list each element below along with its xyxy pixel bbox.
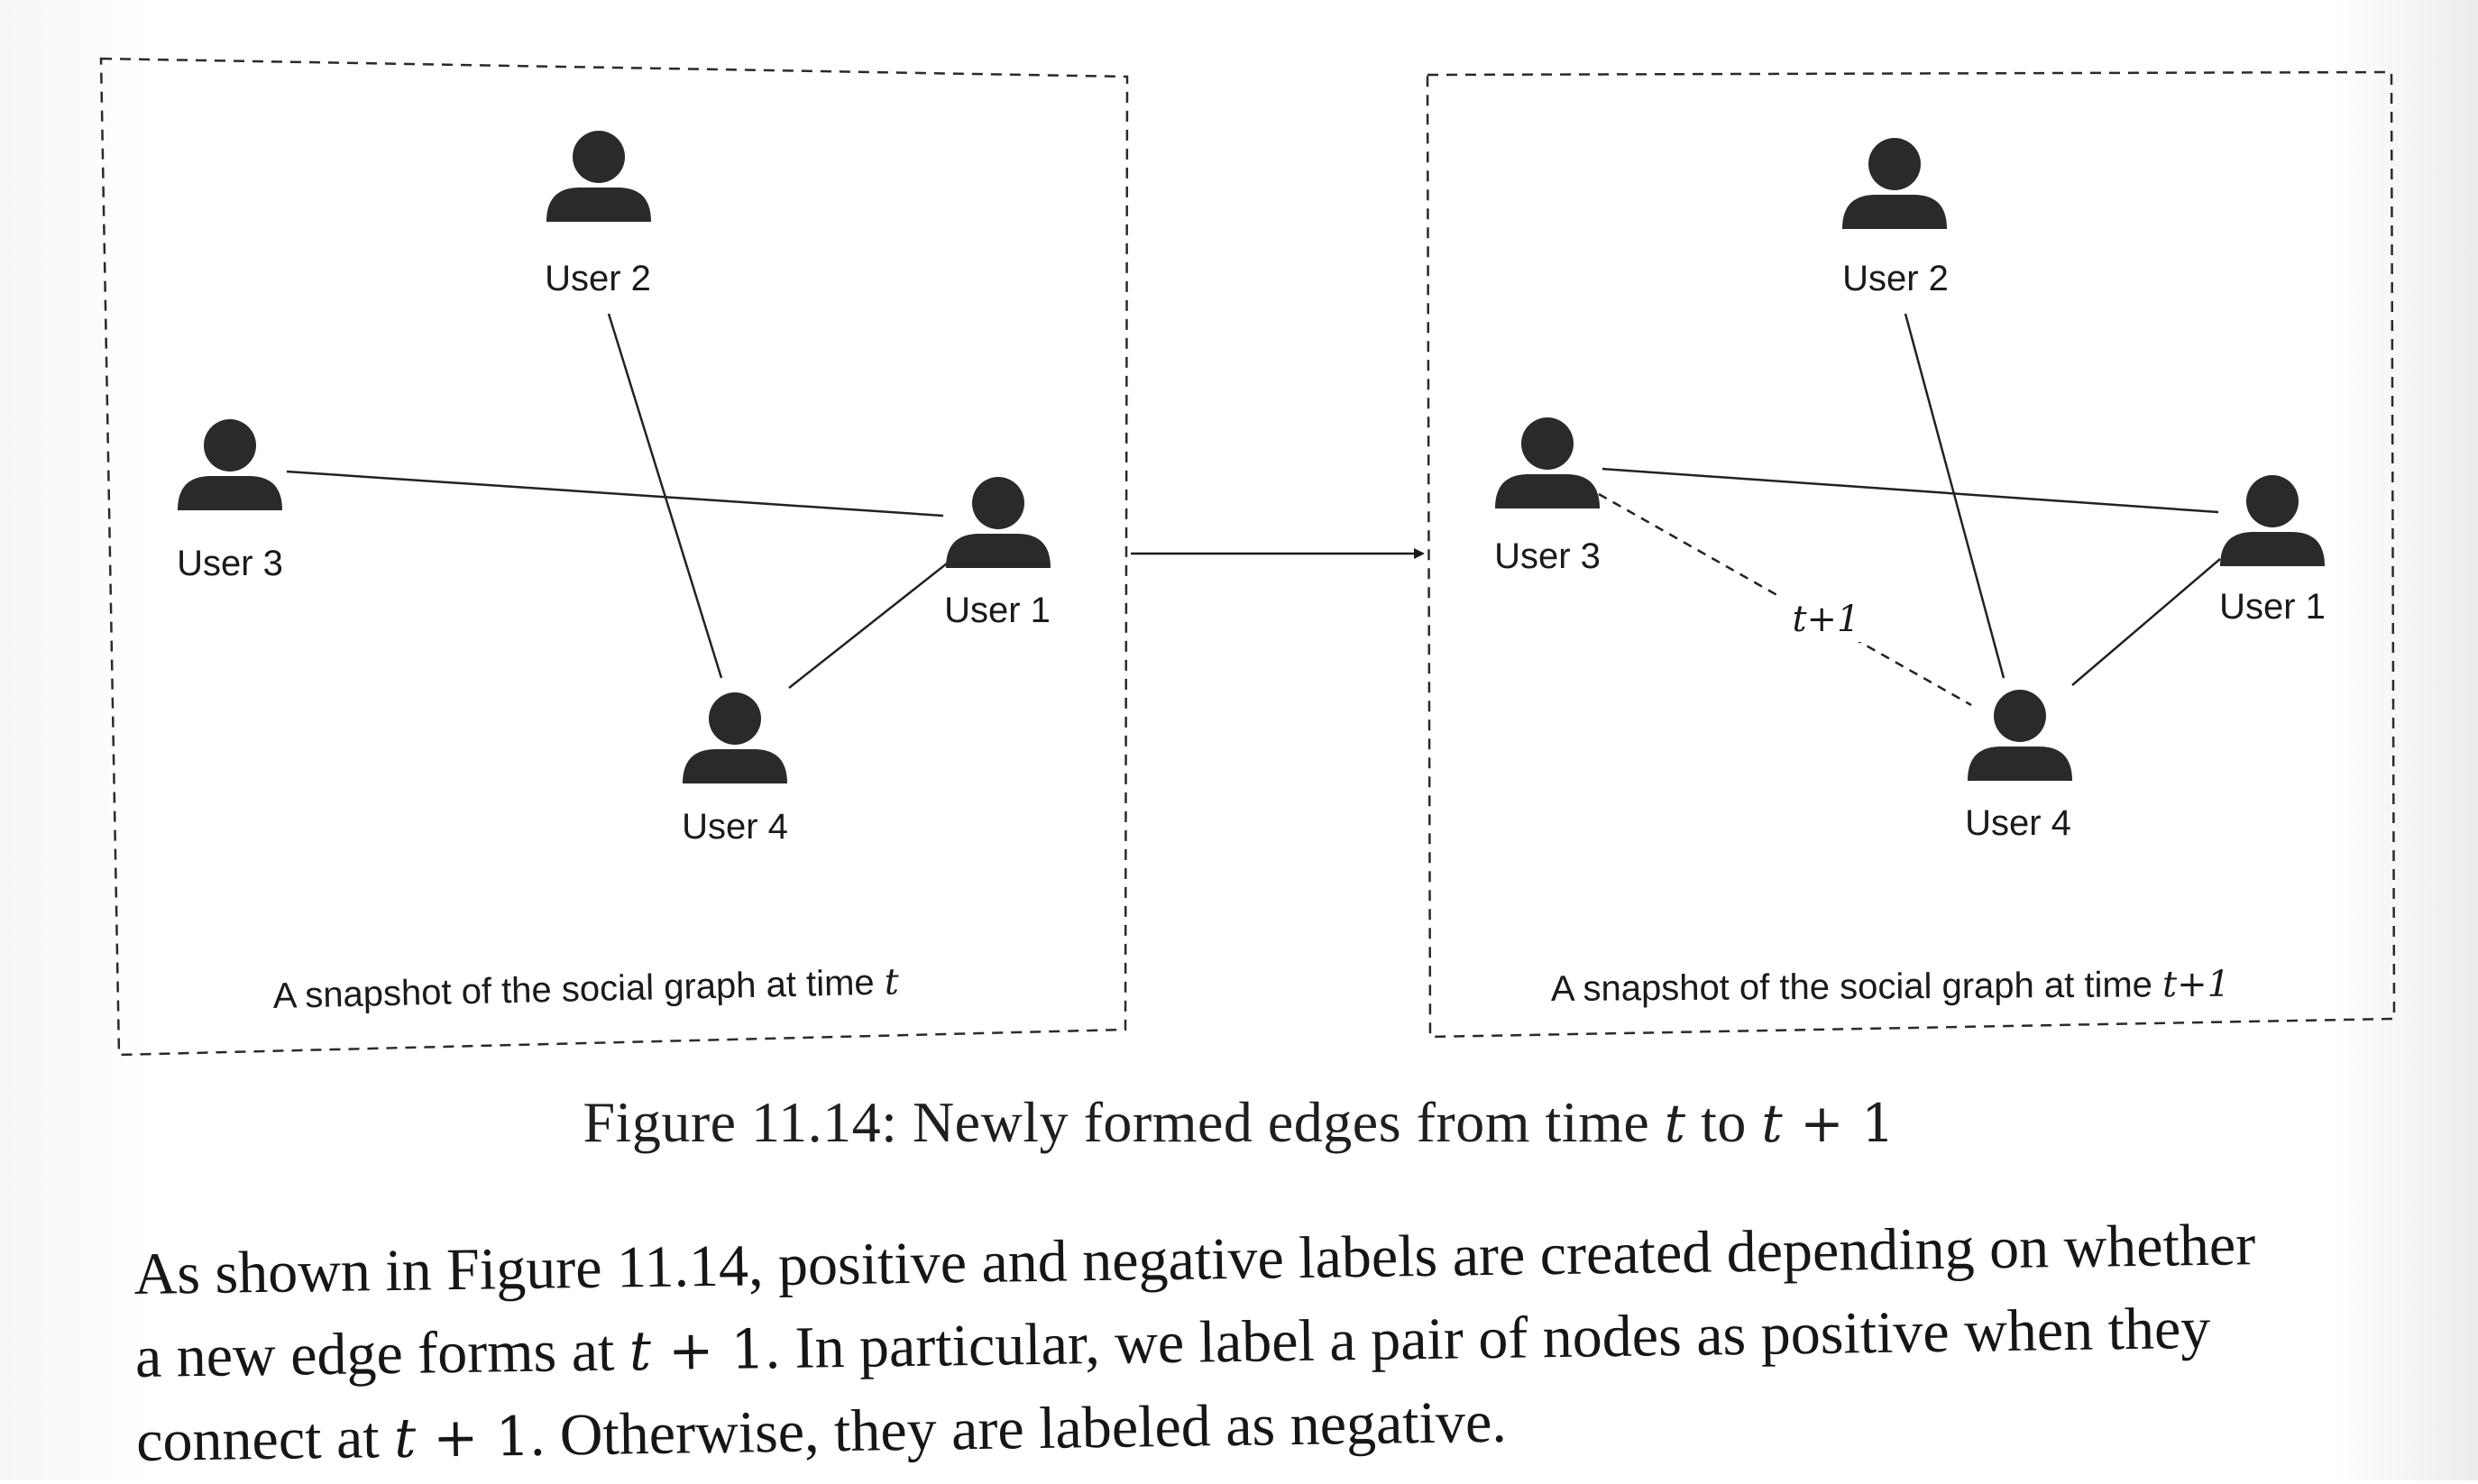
paragraph-math-num: 1 [730,1318,766,1382]
user-label: User 2 [1842,259,1949,298]
paragraph-text: . Otherwise, they are labeled as negativ… [529,1388,1508,1469]
left-panel-border [99,57,1129,1057]
paragraph-text: . In particular, we label a pair of node… [765,1295,2211,1382]
person-icon [683,692,787,783]
body-paragraph: As shown in Figure 11.14, positive and n… [133,1202,2409,1484]
edge-user3-user1 [1602,467,2219,514]
person-icon [178,419,282,510]
person-icon [946,477,1051,568]
user-node-user4 [1968,690,2072,781]
user-node-user3 [178,419,282,510]
user-node-user2 [1842,138,1947,229]
user-node-user3 [1495,417,1600,508]
left-panel: User 2 User 3 User 1 User 4 A snapshot o… [99,57,1129,1057]
user-label: User 4 [1965,803,2071,843]
caption-math-num: 1 [1861,1093,1895,1154]
caption-math-op: + [1783,1093,1862,1154]
paragraph-math-var: t [393,1406,417,1470]
user-label: User 3 [177,544,283,583]
figure-caption: Figure 11.14: Newly formed edges from ti… [0,1089,2478,1156]
user-label: User 3 [1494,536,1601,576]
edge-user2-user4 [1904,313,2005,679]
user-node-user2 [546,131,651,222]
user-node-user1 [2220,475,2325,566]
user-label: User 4 [682,807,788,847]
paragraph-text: a new edge forms at [134,1317,630,1390]
paragraph-math-op: + [415,1406,497,1470]
person-icon [1968,690,2072,781]
paragraph-text: connect at [135,1404,395,1474]
new-edge-label: t+1 [1792,599,1859,640]
caption-math-var: t [1761,1093,1784,1154]
person-icon [2220,475,2325,566]
user-label: User 1 [2219,587,2326,627]
edge-label-mask [1778,588,1865,642]
person-icon [546,131,651,222]
caption-text: to [1685,1090,1762,1154]
right-panel: t+1 User 2 User 3 User 1 User 4 A snapsh… [1426,70,2396,1039]
user-label: User 2 [545,259,651,298]
user-label: User 1 [944,591,1051,630]
edge-user4-user1 [2071,558,2221,686]
social-graph-figure: User 2 User 3 User 1 User 4 A snapshot o… [99,57,2396,1057]
person-icon [1842,138,1947,229]
right-panel-caption: A snapshot of the social graph at time t… [1551,964,2231,1010]
user-node-user1 [946,477,1051,568]
paragraph-math-var: t [629,1320,652,1384]
paragraph-math-num: 1 [495,1405,531,1470]
edge-user4-user1 [788,563,948,689]
edge-user3-user1 [286,470,944,518]
caption-text: Figure 11.14: Newly formed edges from ti… [583,1090,1665,1154]
user-node-user4 [683,692,787,783]
caption-math-var: t [1664,1093,1686,1154]
paragraph-math-op: + [650,1318,731,1383]
left-panel-caption: A snapshot of the social graph at time t [272,961,900,1017]
person-icon [1495,417,1600,508]
